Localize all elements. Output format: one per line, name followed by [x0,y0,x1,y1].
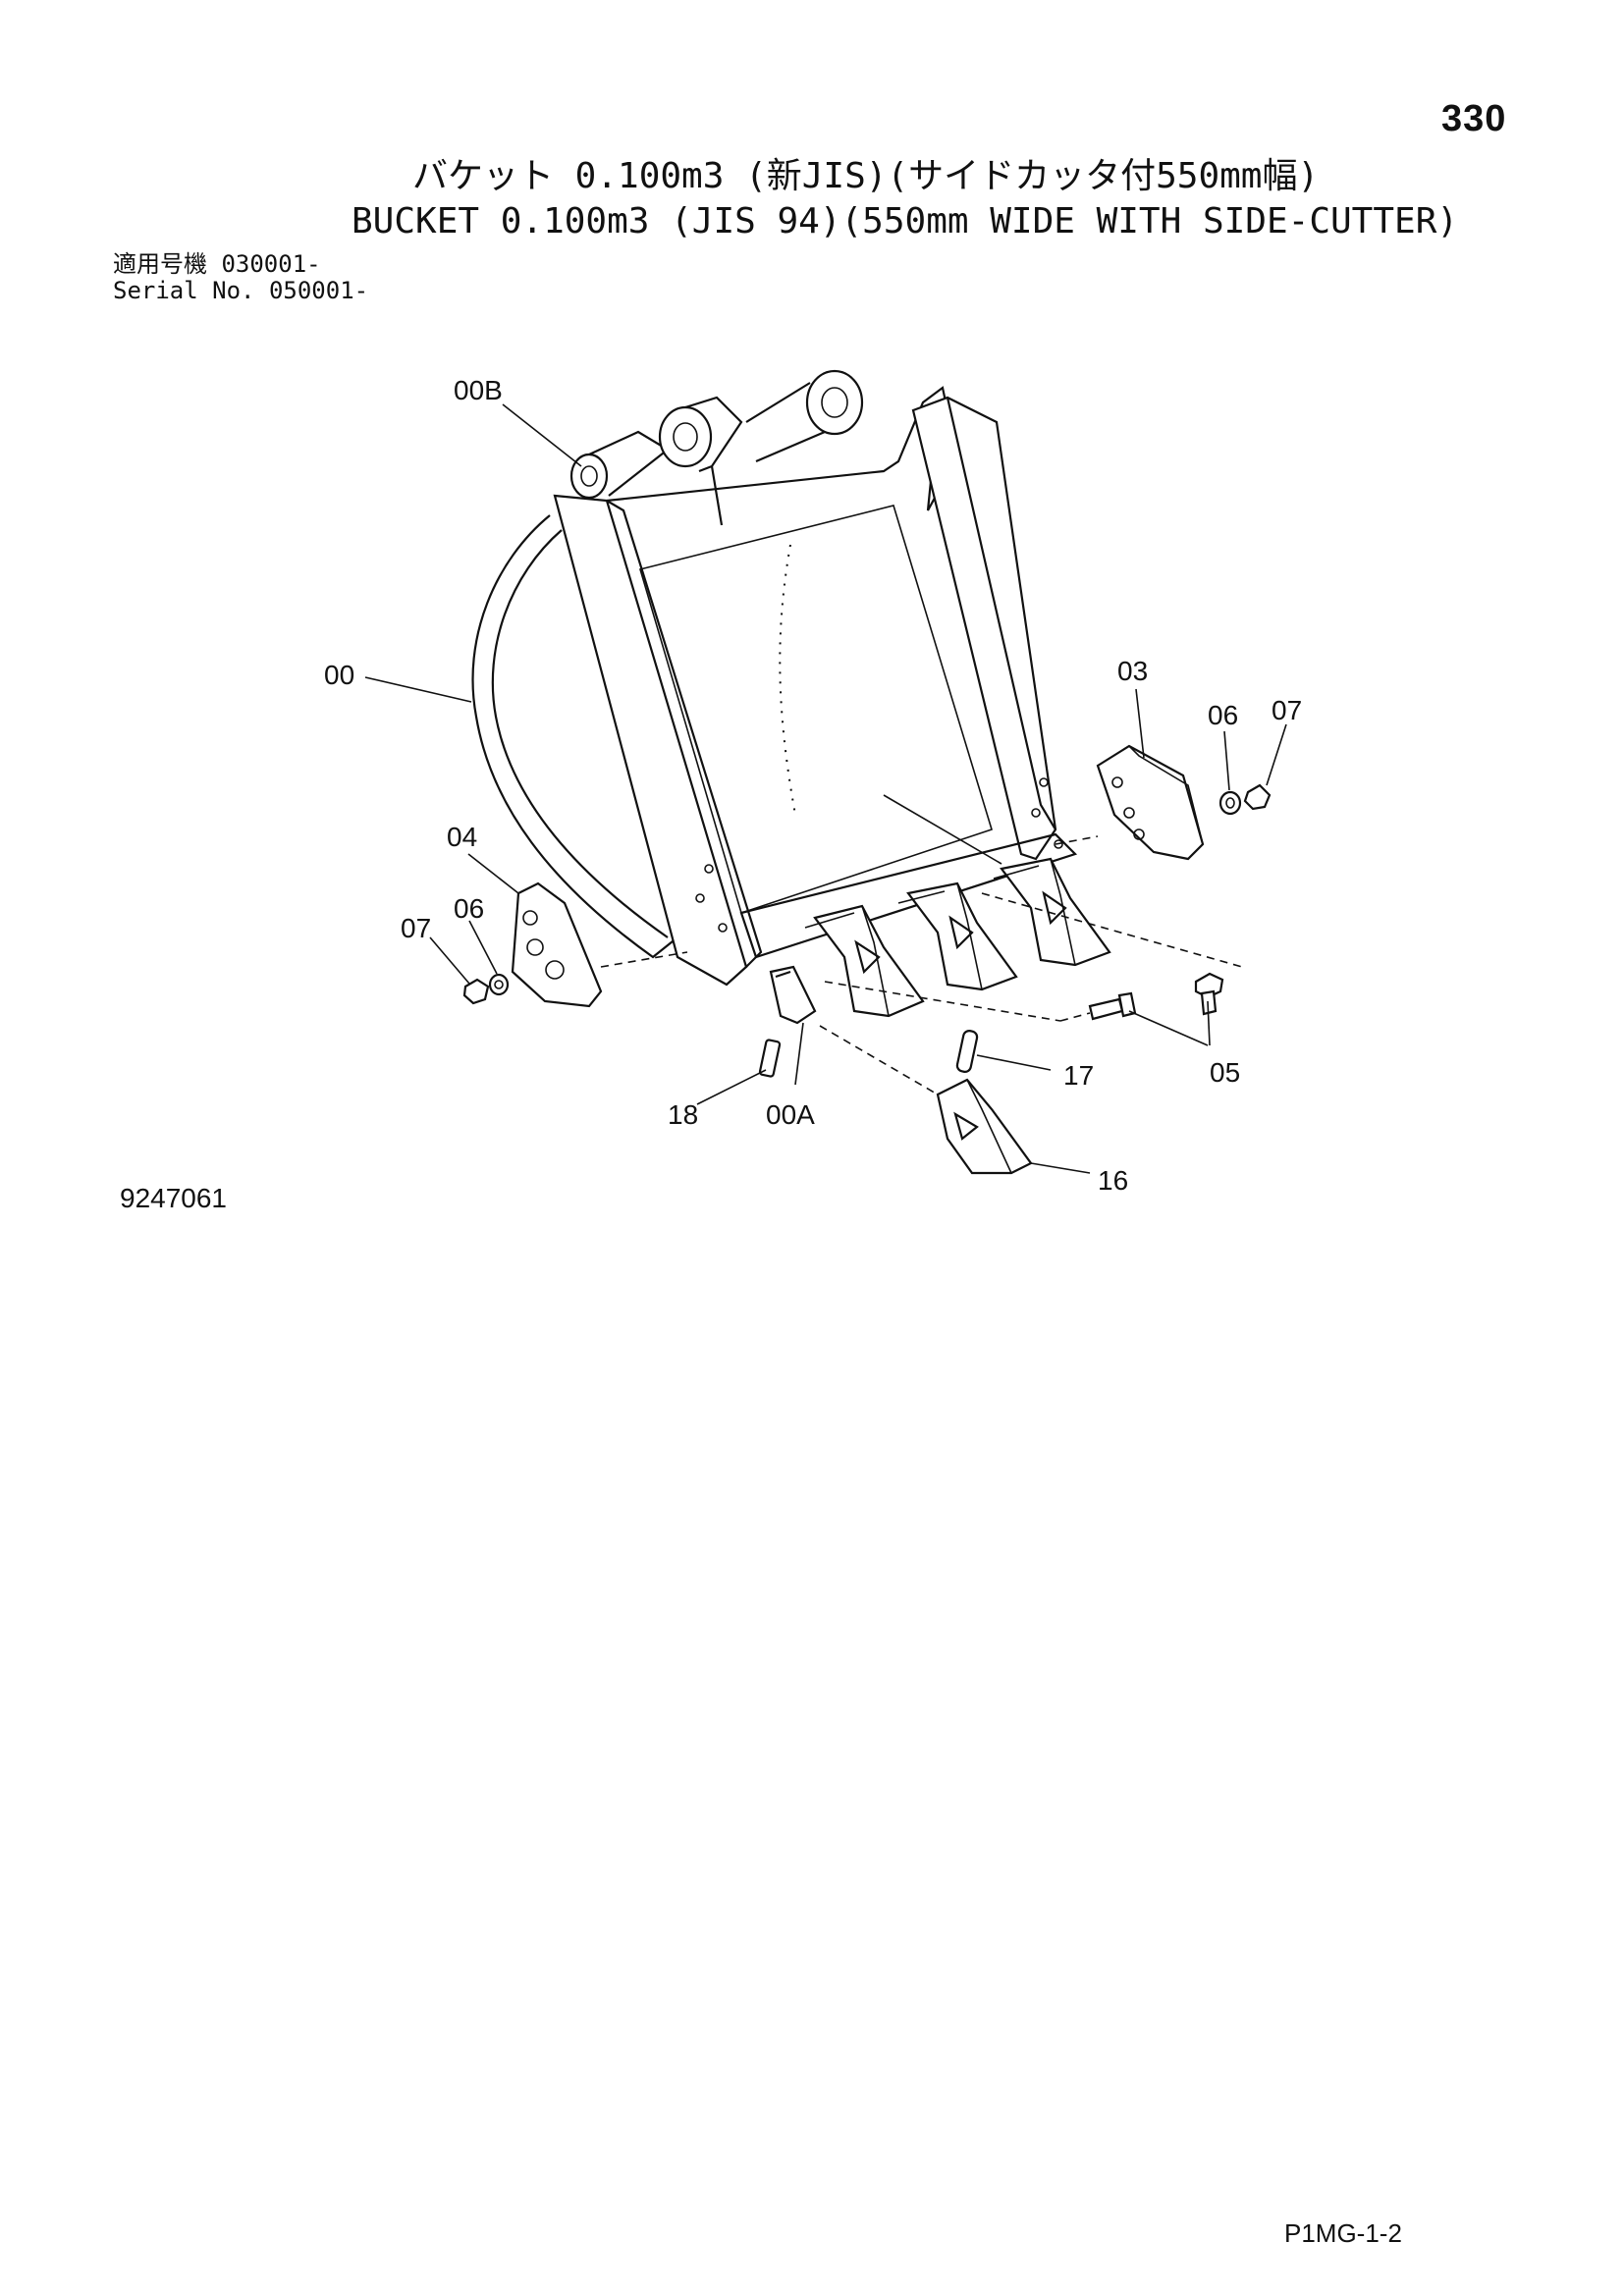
callout-00: 00 [324,660,354,690]
callout-03: 03 [1117,656,1148,686]
callout-00A: 00A [766,1099,815,1130]
bolts [824,892,1243,1022]
callout-07-left: 07 [401,913,431,943]
serial-row-en: Serial No. 050001- [113,278,368,304]
callout-18: 18 [668,1099,698,1130]
bucket-body [471,386,1078,987]
callout-05: 05 [1210,1057,1240,1088]
leader-lines [364,403,1287,1174]
title-english: BUCKET 0.100m3 (JIS 94)(550mm WIDE WITH … [352,201,1459,241]
serial-row-jp: 適用号機 030001- [113,251,368,278]
callout-labels: 00B 00 03 06 07 04 07 06 17 05 18 00A 16 [324,375,1302,1196]
hinge-pin-bosses [569,369,864,526]
bucket-teeth [769,857,1111,1025]
page-number: 330 [1441,98,1507,139]
loose-tooth [819,1025,1033,1175]
callout-16: 16 [1098,1165,1128,1196]
serial-en-value: 050001- [268,277,369,304]
callout-06-right: 06 [1208,700,1238,730]
serial-info: 適用号機 030001-Serial No. 050001- [113,251,368,304]
pins [758,1030,979,1078]
bucket-exploded-drawing: 00B 00 03 06 07 04 07 06 17 05 18 00A 16 [324,369,1302,1196]
side-cutter-right [1055,744,1272,861]
side-cutter-left [462,881,688,1008]
serial-jp-label: 適用号機 [113,250,207,278]
title-japanese: バケット 0.100m3 (新JIS)(サイドカッタ付550mm幅) [412,156,1320,196]
callout-04: 04 [447,822,477,852]
callout-17: 17 [1063,1060,1094,1091]
callout-06-left: 06 [454,893,484,924]
serial-jp-value: 030001- [221,250,321,278]
callout-07-right: 07 [1272,695,1302,725]
footer-code: P1MG-1-2 [1284,2218,1402,2248]
callout-00B: 00B [454,375,503,405]
figure-number: 9247061 [120,1183,228,1213]
serial-en-label: Serial No. [113,277,255,304]
